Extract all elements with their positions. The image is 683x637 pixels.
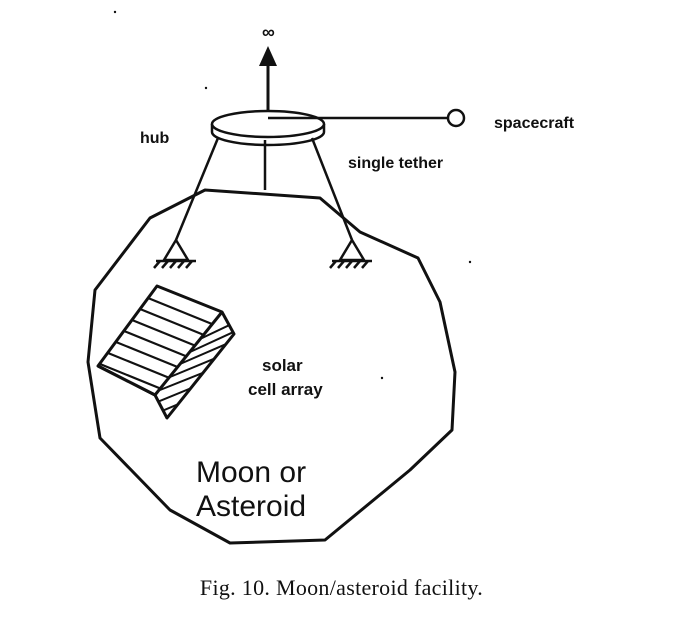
solar-label-line2: cell array [248, 380, 323, 399]
spacecraft-icon [446, 108, 466, 128]
moon-asteroid-body [86, 188, 457, 545]
hub-support-struts [174, 137, 354, 241]
right-anchor-icon [329, 237, 372, 269]
hub-disc [210, 109, 326, 147]
spacecraft-label: spacecraft [494, 115, 575, 132]
solar-label-line1: solar [262, 356, 303, 375]
scan-speck [113, 10, 117, 14]
up-arrow-icon [259, 46, 277, 116]
body-label-line1: Moon or [196, 456, 306, 489]
infinity-label: ∞ [262, 22, 275, 42]
body-label-line2: Asteroid [196, 490, 306, 523]
scan-speck [204, 86, 208, 90]
figure-caption: Fig. 10. Moon/asteroid facility. [199, 575, 484, 600]
hub-label: hub [140, 130, 170, 147]
scan-speck [468, 260, 472, 264]
scan-speck [380, 376, 384, 380]
left-anchor-icon [153, 237, 196, 269]
single-tether-label: single tether [348, 155, 443, 172]
solar-cell-array [96, 284, 236, 420]
